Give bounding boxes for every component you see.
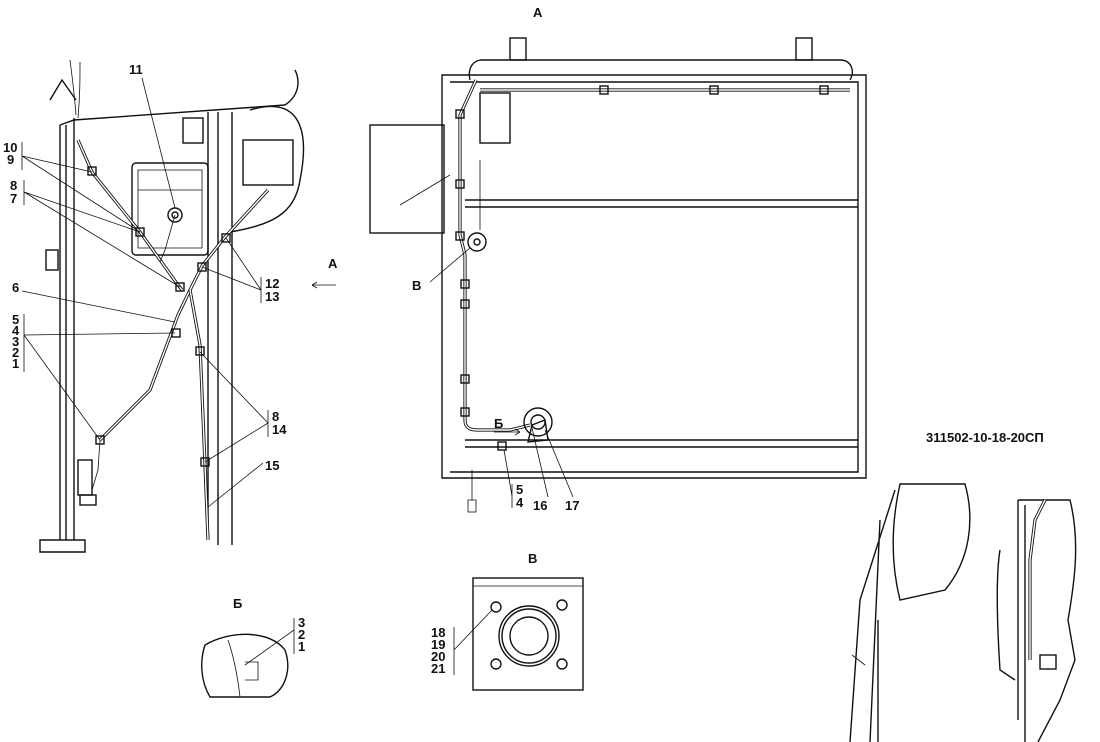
detail-v-callout-21: 21	[431, 661, 445, 676]
detail-v-callout-20: 20	[431, 649, 445, 664]
callout-3: 3	[12, 334, 19, 349]
callout-10: 10	[3, 140, 17, 155]
callout-5-right: 5	[516, 482, 523, 497]
callout-6: 6	[12, 280, 19, 295]
left-view-geometry	[39, 59, 305, 553]
callout-2: 2	[12, 345, 19, 360]
drawing-code: 311502-10-18-20СП	[926, 430, 1044, 445]
side-sketches	[849, 483, 1077, 742]
callout-5: 5	[12, 312, 19, 327]
detail-v-geometry	[453, 577, 584, 691]
left-view-leaders	[21, 77, 336, 508]
callout-8: 8	[10, 178, 17, 193]
callout-7: 7	[10, 191, 17, 206]
callout-15: 15	[265, 458, 279, 473]
callout-13: 13	[265, 289, 279, 304]
detail-v-callout-18: 18	[431, 625, 445, 640]
callout-4-right: 4	[516, 495, 524, 510]
detail-b-callout-1: 1	[298, 639, 305, 654]
detail-b-callout-2: 2	[298, 627, 305, 642]
view-b-title: Б	[233, 596, 242, 611]
view-a-title: А	[533, 5, 543, 20]
right-view-geometry	[369, 37, 867, 513]
view-v-title: В	[528, 551, 537, 566]
direction-a-label: А	[328, 256, 338, 271]
marker-b: Б	[494, 416, 503, 431]
callout-17: 17	[565, 498, 579, 513]
detail-b-geometry	[201, 618, 295, 698]
right-view-leaders	[429, 247, 574, 508]
detail-v-callout-19: 19	[431, 637, 445, 652]
callout-4: 4	[12, 323, 20, 338]
callout-16: 16	[533, 498, 547, 513]
callout-9: 9	[7, 152, 14, 167]
callout-12: 12	[265, 276, 279, 291]
callout-1: 1	[12, 356, 19, 371]
callout-11: 11	[129, 62, 143, 77]
callout-8b: 8	[272, 409, 279, 424]
callout-14: 14	[272, 422, 287, 437]
detail-b-callout-3: 3	[298, 615, 305, 630]
marker-v: В	[412, 278, 421, 293]
